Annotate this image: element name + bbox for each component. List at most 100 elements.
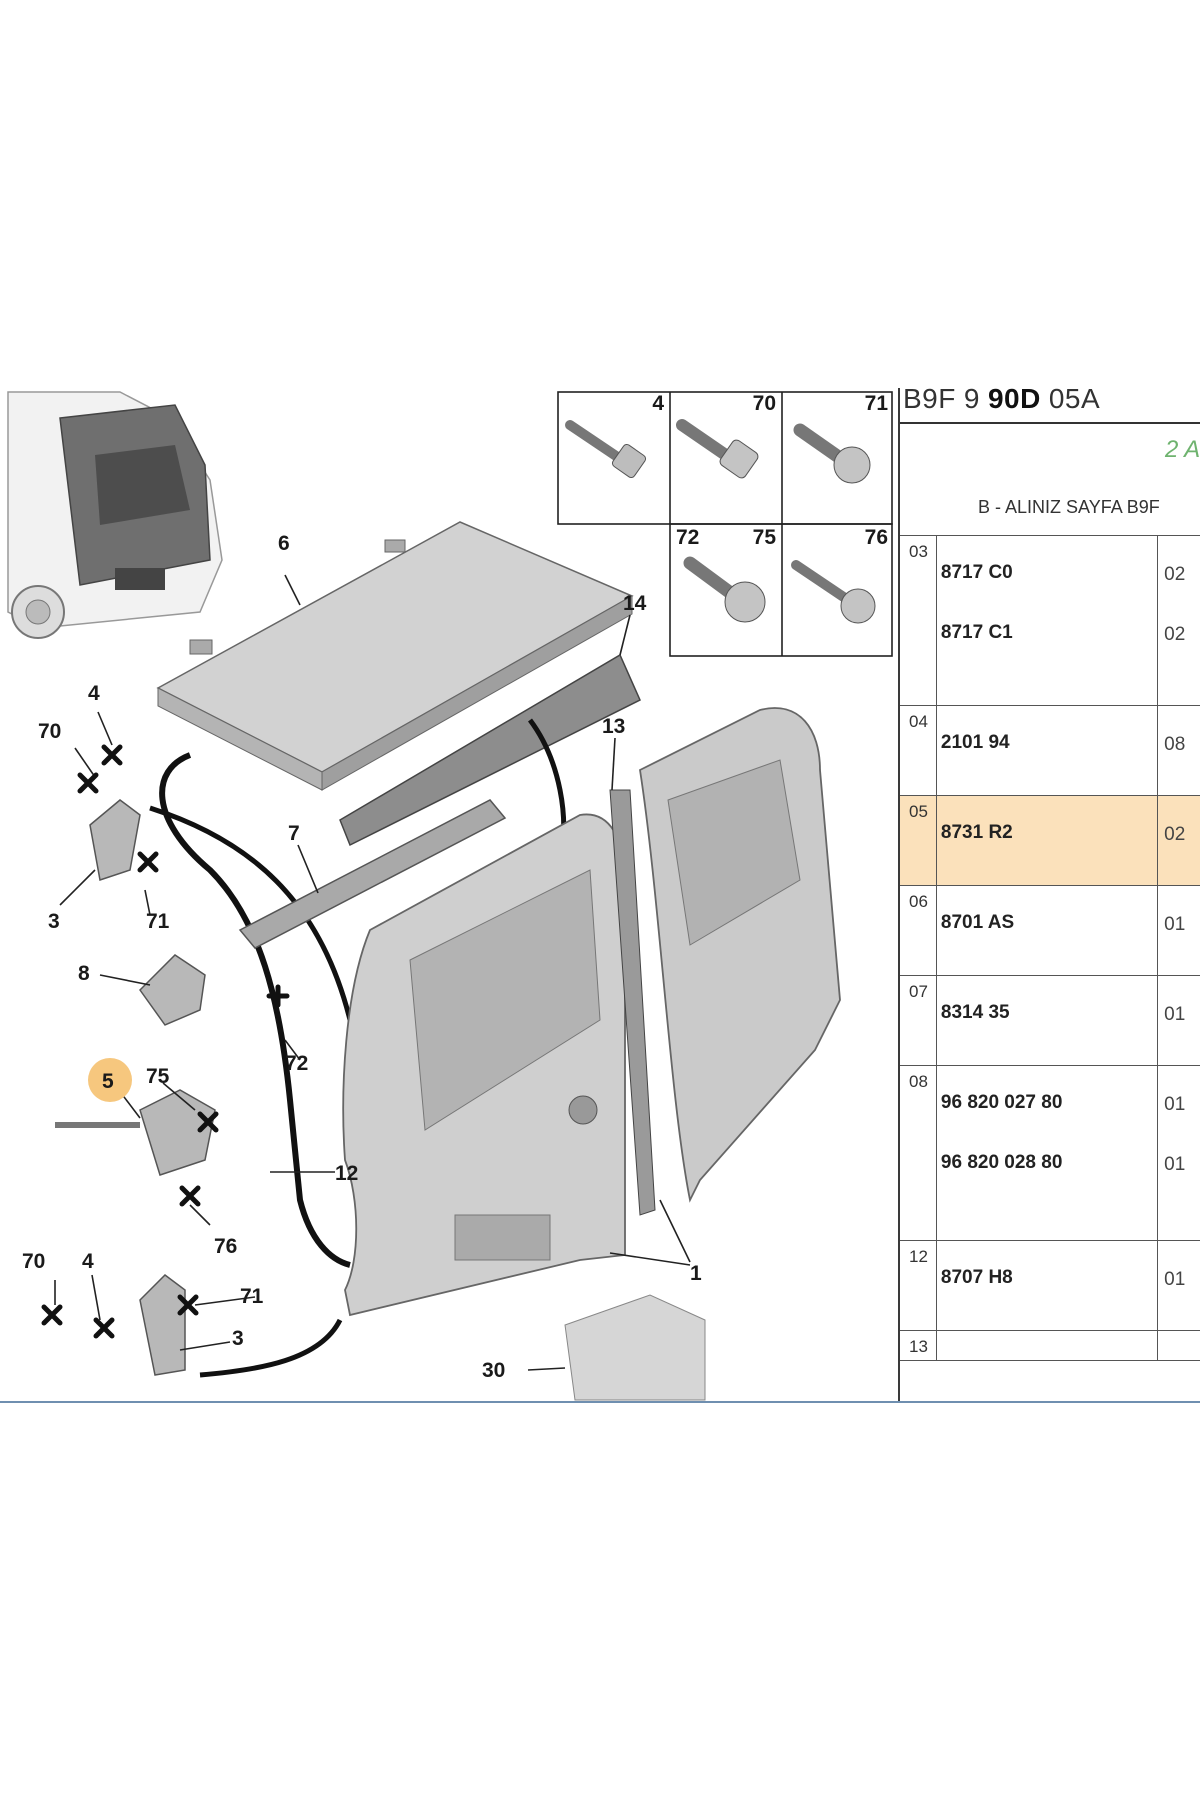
- callout-14: 14: [623, 592, 647, 615]
- row-number: 12: [909, 1247, 928, 1266]
- part-hinge-lower: [139, 1274, 186, 1376]
- fastener-grid: [557, 391, 893, 657]
- part-reference: 96 820 028 80: [940, 1152, 1063, 1173]
- part-quantity: 02: [1164, 564, 1186, 585]
- part-quantity: 08: [1164, 734, 1186, 755]
- row-number-cell: 08: [900, 1065, 937, 1241]
- row-number-cell: 06: [900, 885, 937, 976]
- part-reference: 8717 C0: [940, 562, 1013, 583]
- callout-3-lower: 3: [232, 1327, 244, 1350]
- callout-1: 1: [690, 1262, 702, 1285]
- van-thumbnail: [7, 391, 223, 639]
- row-number-cell: 03: [900, 535, 937, 706]
- callout-71-upper: 71: [146, 910, 170, 933]
- fastener-label-75: 75: [753, 526, 777, 549]
- callout-6: 6: [278, 532, 290, 555]
- fastener-label-72: 72: [676, 526, 699, 549]
- part-check-strap: [55, 1089, 216, 1176]
- part-quantity: 01: [1164, 1269, 1186, 1290]
- quantity-cell: 01: [1157, 975, 1200, 1066]
- callout-13: 13: [602, 715, 625, 738]
- row-number-cell: 13: [900, 1330, 937, 1361]
- part-crossbar: [238, 799, 507, 949]
- reference-cell: 2101 94: [936, 705, 1159, 796]
- part-door-seal-mid: [149, 805, 353, 1021]
- reference-cell: 8707 H8: [936, 1240, 1159, 1331]
- catalog-code-part-3: 90D: [987, 383, 1041, 414]
- callout-4-lower: 4: [82, 1250, 94, 1273]
- part-reference: 8717 C1: [940, 622, 1013, 643]
- part-side-door: [639, 707, 841, 1203]
- callout-75: 75: [146, 1065, 170, 1088]
- leader-lines: [54, 574, 691, 1371]
- part-seal-strip: [339, 653, 641, 847]
- row-number: 06: [909, 892, 928, 911]
- part-lower-seal: [199, 1318, 343, 1378]
- row-number: 07: [909, 982, 928, 1001]
- callout-72: 72: [285, 1052, 308, 1075]
- callout-70-upper: 70: [38, 720, 61, 743]
- parts-table-row[interactable]: 13: [900, 1330, 1200, 1361]
- panel-divider: [898, 388, 900, 1401]
- callout-30: 30: [482, 1359, 505, 1382]
- bolt-76-icon: [791, 560, 876, 624]
- row-number-cell: 05: [900, 795, 937, 886]
- reference-cell: 8314 35: [936, 975, 1159, 1066]
- part-quantity: 01: [1164, 1004, 1186, 1025]
- fastener-label-70: 70: [753, 392, 776, 415]
- part-quantity: 02: [1164, 824, 1186, 845]
- row-number: 03: [909, 542, 928, 561]
- row-number-cell: 12: [900, 1240, 937, 1331]
- quantity-cell: 02: [1157, 795, 1200, 886]
- row-number: 05: [909, 802, 928, 821]
- callout-76: 76: [214, 1235, 237, 1258]
- part-reference: 96 820 027 80: [940, 1092, 1063, 1113]
- quantity-cell: [1157, 1330, 1200, 1361]
- callout-5: 5: [102, 1070, 114, 1093]
- quantity-cell: 08: [1157, 705, 1200, 796]
- bolt-72-icon: [683, 556, 766, 623]
- bolt-70-icon: [676, 419, 759, 479]
- fastener-markers: [41, 744, 290, 1339]
- callout-70-lower: 70: [22, 1250, 45, 1273]
- reference-cell: [936, 1330, 1159, 1361]
- bottom-rule: [0, 1401, 1200, 1403]
- row-number: 13: [909, 1337, 928, 1356]
- catalog-code-part-4: 05A: [1048, 383, 1101, 414]
- callout-7: 7: [288, 822, 300, 845]
- bolt-71-icon: [793, 423, 871, 484]
- green-label: 2 A: [1165, 436, 1200, 463]
- reference-cell: 8731 R2: [936, 795, 1159, 886]
- part-quantity: 01: [1164, 914, 1186, 935]
- row-number: 08: [909, 1072, 928, 1091]
- parts-table-row[interactable]: 06 8701 AS 01: [900, 885, 1200, 976]
- parts-table-row[interactable]: 04 2101 94 08: [900, 705, 1200, 796]
- catalog-code-part-2: 9: [963, 383, 980, 414]
- part-hinge-8: [139, 954, 206, 1026]
- highlight-marker: [88, 1058, 132, 1102]
- reference-cell: 8701 AS: [936, 885, 1159, 976]
- part-reference: 8701 AS: [940, 912, 1015, 933]
- fastener-label-76: 76: [865, 526, 888, 549]
- part-reference: 2101 94: [940, 732, 1010, 753]
- bolt-4-icon: [565, 420, 647, 479]
- fastener-label-71: 71: [865, 392, 889, 415]
- row-number: 04: [909, 712, 928, 731]
- callout-12: 12: [335, 1162, 358, 1185]
- catalog-code-part-1: B9F: [903, 383, 956, 414]
- part-quantity: 01: [1164, 1154, 1186, 1175]
- quantity-cell: 01: [1157, 1240, 1200, 1331]
- part-roof-panel: [156, 521, 634, 791]
- callout-8: 8: [78, 962, 90, 985]
- fastener-label-4: 4: [652, 392, 664, 415]
- callout-3-upper: 3: [48, 910, 60, 933]
- part-hinge-upper: [89, 799, 141, 881]
